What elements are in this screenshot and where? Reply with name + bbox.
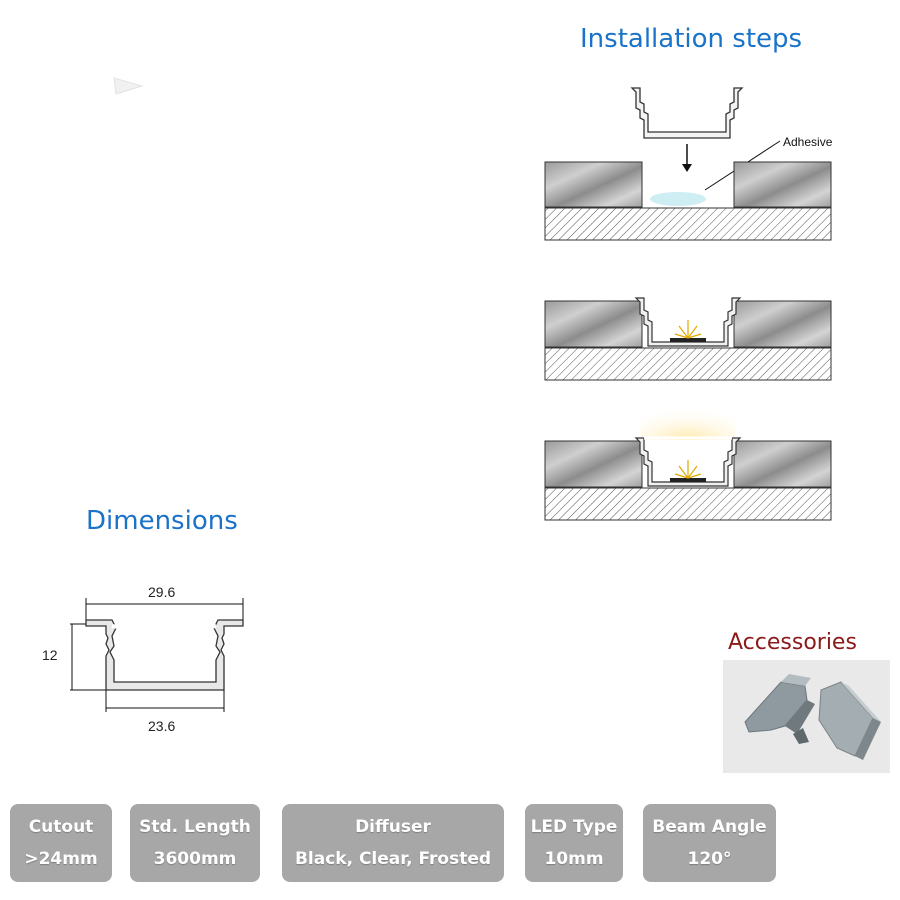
install-step-3 [544, 402, 832, 521]
spec-cutout-value: >24mm [24, 849, 98, 869]
install-step-1: Adhesive [544, 87, 833, 241]
led-light-icon [674, 320, 702, 339]
adhesive-label: Adhesive [783, 135, 833, 149]
dimensions-drawing: 29.6 12 23.6 [42, 584, 244, 734]
spec-beam-angle-value: 120° [687, 849, 732, 869]
dimensions-title: Dimensions [86, 506, 238, 536]
installation-steps-title: Installation steps [580, 24, 803, 54]
end-cap-image [744, 674, 881, 760]
spec-std-length: Std. Length 3600mm [130, 804, 260, 882]
install-step-2 [544, 297, 832, 381]
spec-led-type-label: LED Type [530, 817, 618, 837]
top-width-label: 29.6 [148, 584, 175, 600]
installation-diagram: Adhesive [544, 87, 833, 521]
spec-beam-angle-label: Beam Angle [652, 817, 767, 837]
spec-beam-angle: Beam Angle 120° [643, 804, 776, 882]
spec-cutout-label: Cutout [28, 817, 94, 837]
spec-led-type-value: 10mm [544, 849, 604, 869]
spec-led-type: LED Type 10mm [525, 804, 623, 882]
bottom-width-label: 23.6 [148, 718, 175, 734]
spec-diffuser: Diffuser Black, Clear, Frosted [282, 804, 504, 882]
spec-std-length-value: 3600mm [153, 849, 237, 869]
accessories-title: Accessories [728, 630, 857, 655]
spec-diffuser-value: Black, Clear, Frosted [294, 849, 492, 869]
spec-diffuser-label: Diffuser [355, 817, 431, 837]
spec-cutout: Cutout >24mm [10, 804, 112, 882]
height-label: 12 [42, 647, 58, 663]
accessories-photo [723, 660, 890, 773]
spec-std-length-label: Std. Length [139, 817, 251, 837]
play-triangle-icon [113, 77, 144, 95]
